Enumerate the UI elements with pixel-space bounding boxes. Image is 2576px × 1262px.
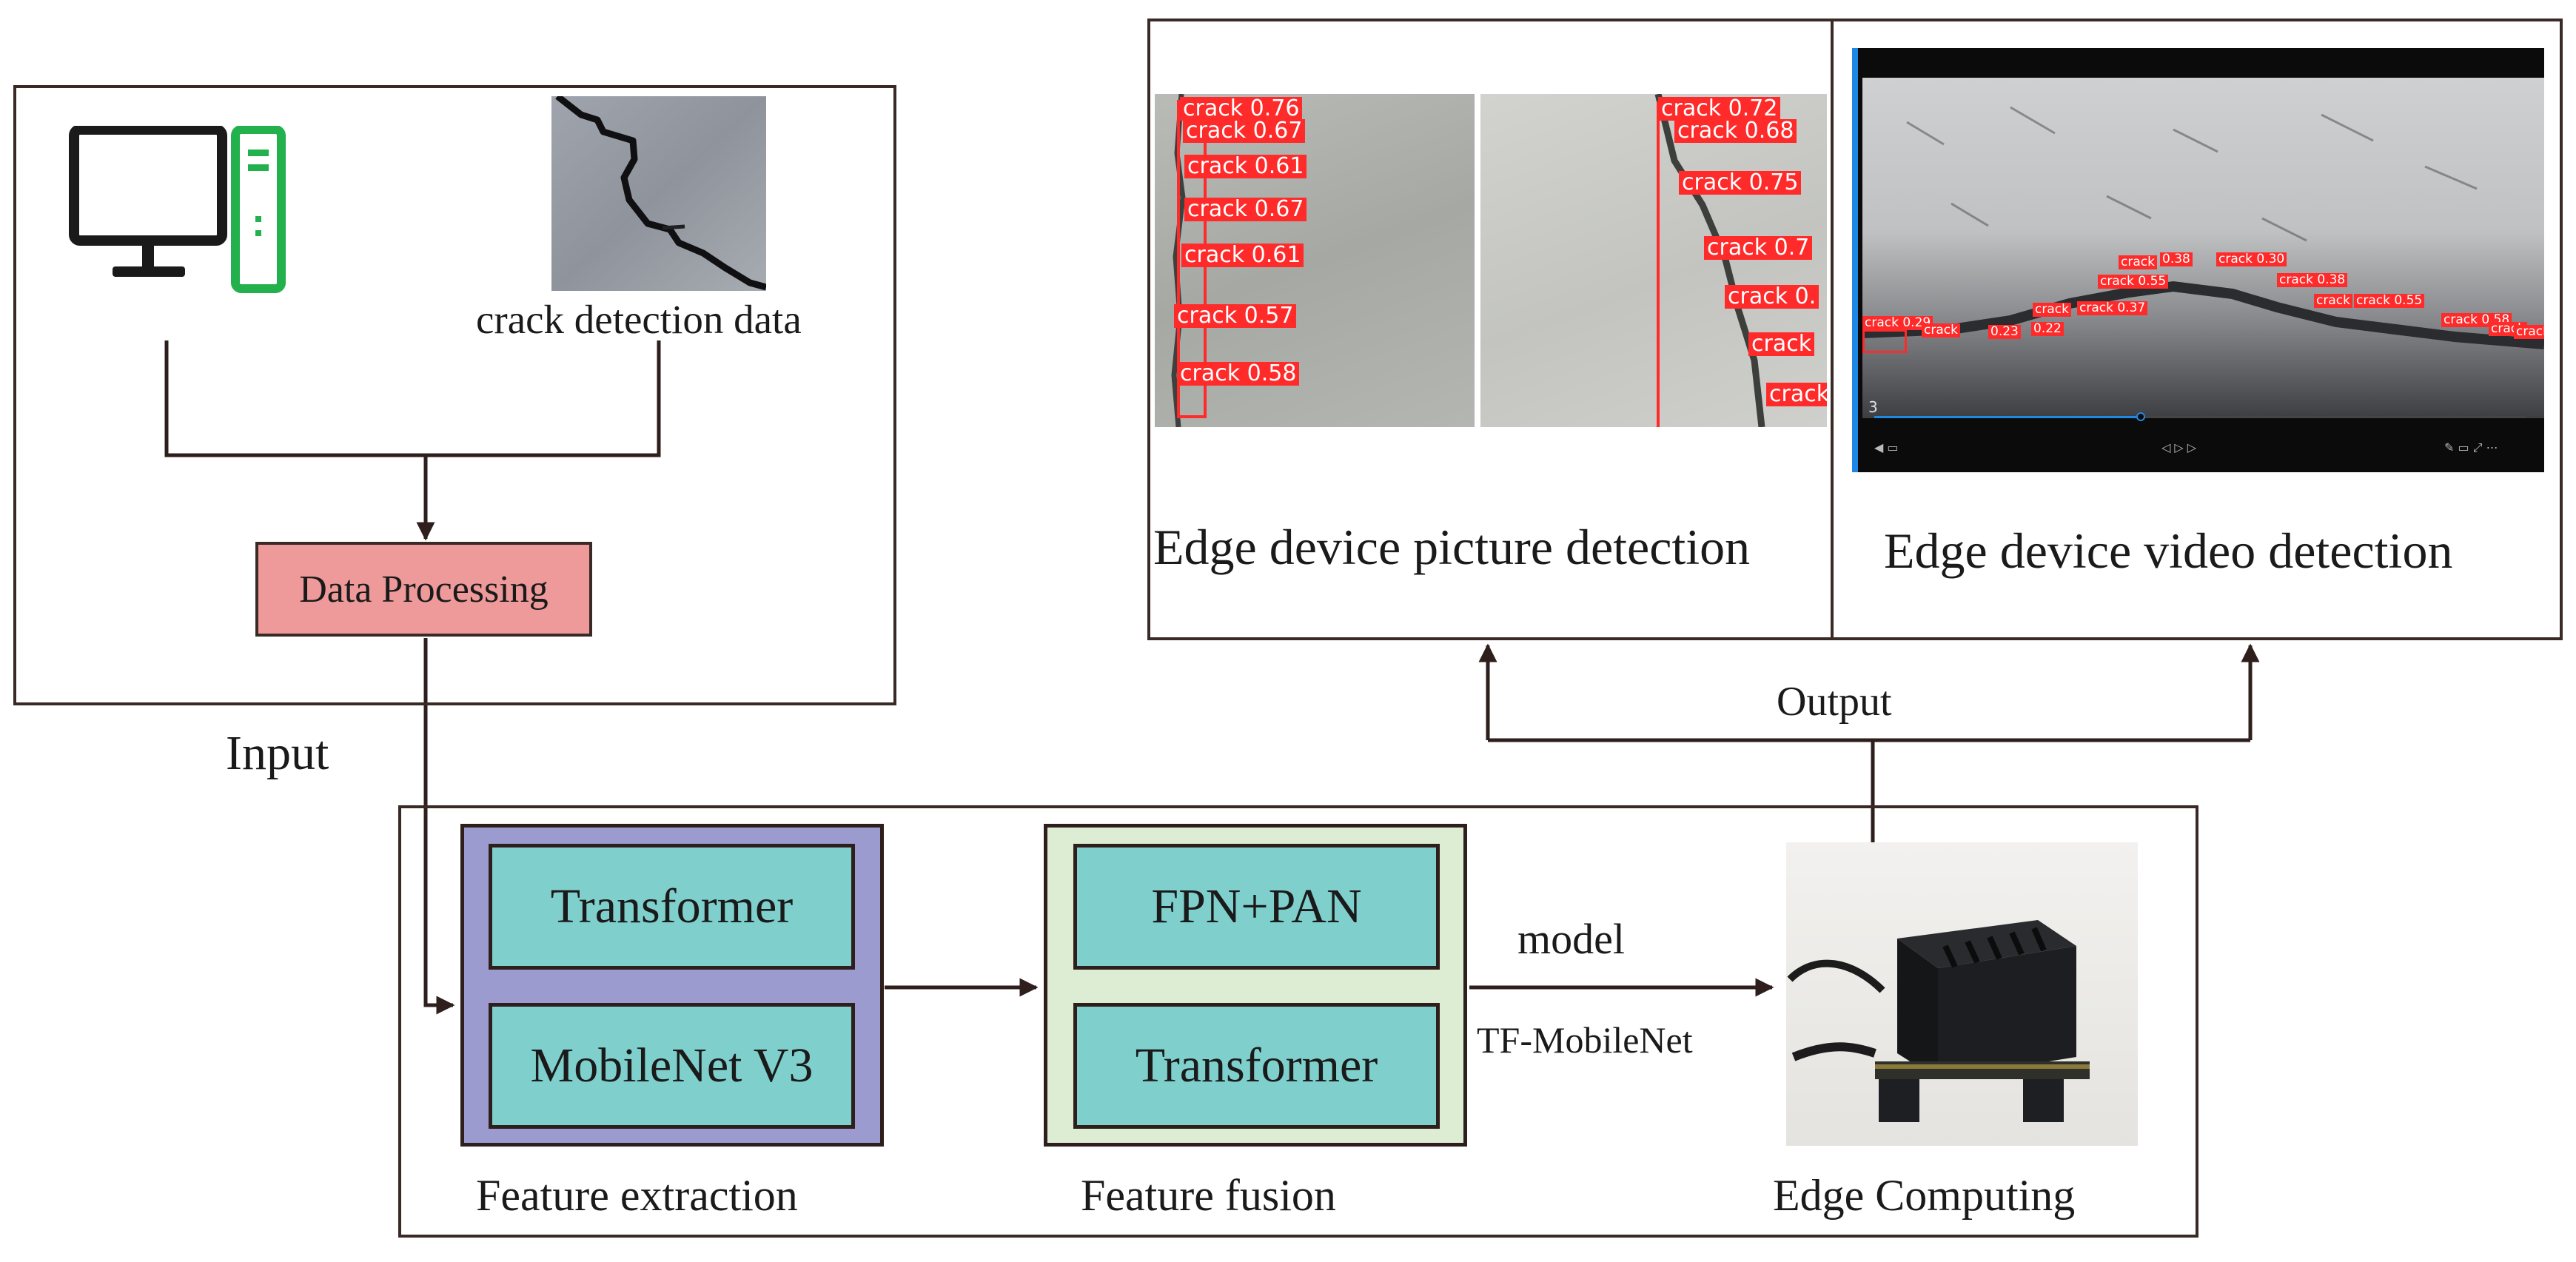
edge-computing-caption: Edge Computing: [1773, 1171, 2076, 1220]
seek-track[interactable]: [1874, 412, 2526, 421]
output-divider: [1831, 19, 1834, 640]
data-processing-label: Data Processing: [299, 568, 549, 611]
video-detection-player: crack 0.29 crack 0.23 0.22 crack crack 0…: [1852, 48, 2544, 472]
feature-fusion-caption: Feature fusion: [1081, 1171, 1336, 1220]
detection-label: crack: [1922, 323, 1960, 338]
extraction-transformer-block: Transformer: [489, 844, 855, 970]
detection-label: crack 0.72: [1658, 97, 1781, 121]
detection-label: crack 0.67: [1184, 198, 1307, 221]
detection-label: crack: [1748, 332, 1815, 356]
picture-detection-image-left: crack 0.76 crack 0.67 crack 0.61 crack 0…: [1155, 94, 1475, 427]
input-frame: [13, 85, 896, 705]
detection-label: crack 0.68: [1674, 119, 1797, 143]
detection-label: crack 0.76: [1180, 97, 1303, 121]
volume-icon[interactable]: ◀ ▭: [1874, 440, 1899, 454]
detection-label: crack 0.67: [1183, 119, 1306, 143]
player-options-icon[interactable]: ✎ ▭ ⤢ ⋯: [2444, 440, 2498, 454]
input-title: Input: [226, 726, 329, 780]
crack-sample-image: [551, 96, 766, 291]
detection-label: crack 0.: [1725, 285, 1819, 309]
monitor-icon: [69, 126, 227, 277]
detection-label: crack 0.30: [2216, 252, 2287, 266]
arrow-to-extraction: [423, 638, 455, 1015]
play-controls-icon[interactable]: ◁ ▷ ▷: [2161, 440, 2197, 454]
detection-label: 0.23: [1988, 325, 2021, 339]
detection-label: crack: [2514, 325, 2544, 339]
detection-label: 0.22: [2031, 322, 2064, 336]
video-frame: crack 0.29 crack 0.23 0.22 crack crack 0…: [1862, 78, 2544, 418]
frame-number: 3: [1868, 398, 1878, 416]
detection-label: crack 0.37: [2077, 301, 2148, 315]
detection-label: crack 0.57: [1174, 304, 1297, 328]
seek-progress: [1874, 416, 2141, 418]
fusion-fpn-pan-block: FPN+PAN: [1073, 844, 1440, 970]
input-merge-line: [164, 340, 661, 457]
dataset-caption: crack detection data: [476, 297, 802, 342]
detection-label: crack 0.29: [1862, 316, 1933, 330]
detection-label: crack 0.38: [2277, 273, 2348, 287]
pipeline-frame: [398, 805, 2198, 1238]
detection-box: [1862, 329, 1907, 353]
detection-label: crack 0.55: [2354, 294, 2425, 308]
detection-label: crack 0.55: [2098, 275, 2169, 289]
video-detection-caption: Edge device video detection: [1884, 523, 2453, 579]
pc-tower-icon: [231, 126, 286, 293]
detection-label: crack: [1766, 383, 1827, 406]
edge-device-image: [1786, 842, 2138, 1146]
detection-label: crack 0.61: [1184, 155, 1307, 178]
fusion-transformer-block: Transformer: [1073, 1003, 1440, 1129]
detection-label: crack 0.7: [1704, 236, 1813, 260]
player-side-accent: [1852, 48, 1858, 472]
detection-label: 0.38: [2160, 252, 2193, 266]
data-processing-box: Data Processing: [255, 542, 592, 637]
detection-label: crack: [2033, 303, 2071, 317]
picture-detection-image-right: crack 0.72 crack 0.68 crack 0.75 crack 0…: [1480, 94, 1827, 427]
detection-box: [1657, 101, 1827, 427]
detection-label: crack 0.61: [1181, 244, 1304, 267]
tf-mobilenet-arrow-label: TF-MobileNet: [1477, 1019, 1693, 1061]
detection-label: crack 0.75: [1679, 171, 1802, 195]
output-frame: [1147, 19, 2563, 640]
model-arrow-label: model: [1517, 915, 1625, 963]
detection-label: crack: [2119, 255, 2157, 269]
feature-extraction-caption: Feature extraction: [476, 1171, 798, 1220]
computer-icon: [69, 126, 286, 293]
output-label: Output: [1777, 679, 1892, 725]
detection-label: crack: [2314, 294, 2352, 308]
extraction-mobilenet-block: MobileNet V3: [489, 1003, 855, 1129]
seek-handle[interactable]: [2136, 412, 2145, 421]
detection-label: crack 0.58: [1177, 362, 1300, 386]
picture-detection-caption: Edge device picture detection: [1153, 519, 1751, 575]
